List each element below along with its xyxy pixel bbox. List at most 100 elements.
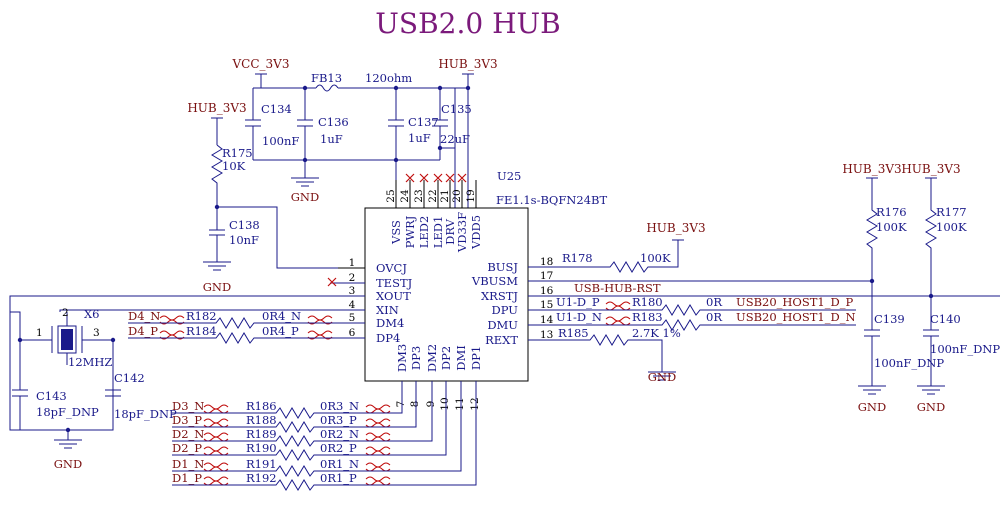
ic-left-pin-num: 6: [349, 327, 356, 339]
bottom-net-right-label: 0R2_P: [320, 441, 357, 455]
c142-value: 18pF_DNP: [114, 407, 177, 421]
bottom-net-left-label: D3_P: [172, 413, 202, 427]
ic-bottom-pin-name: DP1: [469, 346, 483, 370]
gnd-crystal-label: GND: [54, 457, 82, 471]
c143-value: 18pF_DNP: [36, 405, 99, 419]
hub-3v3-r176-label: HUB_3V3: [842, 162, 901, 176]
x6-crystal-core: [61, 329, 73, 350]
bottom-net-ref: R188: [246, 413, 277, 427]
bottom-net-right-flag: [365, 404, 391, 414]
vcc-3v3-label: VCC_3V3: [232, 57, 290, 71]
power-filter-section: VCC_3V3 HUB_3V3 FB13 120ohm GND C134 100…: [232, 57, 498, 208]
bottom-net-left-flag: [203, 418, 229, 428]
r185-ref: R185: [558, 326, 589, 340]
c143-cap: [10, 311, 28, 430]
ic-left-pin-num: 1: [349, 257, 356, 269]
ic-bottom-pin-num: 7: [395, 401, 407, 408]
r177-c140-branch: [917, 177, 945, 395]
bottom-net-right-label: 0R3_N: [320, 399, 359, 413]
ic-right-pin-num: 14: [540, 314, 554, 326]
ic-top-pin-num: 23: [413, 189, 425, 202]
hub-3v3-left-label: HUB_3V3: [187, 101, 246, 115]
ic-top-pin-name: VSS: [389, 220, 403, 245]
ic-top-pin-name: VD33F: [455, 212, 469, 253]
bottom-net-wire: [172, 381, 433, 447]
r175-ref: R175: [222, 146, 253, 160]
bottom-net-ref: R192: [246, 471, 277, 485]
ic-top-pin-num: 20: [451, 189, 463, 202]
c143-ref: C143: [36, 389, 67, 403]
ic-right-pin-name: DMU: [487, 318, 518, 332]
bottom-net-left-label: D1_N: [172, 457, 204, 471]
r4n-flag: [307, 315, 333, 325]
ic-bottom-pin-name: DP2: [439, 346, 453, 370]
ic-top-pin-name: VDD5: [469, 215, 483, 250]
ic-top-pin-name: LED1: [431, 216, 445, 249]
bottom-net-right-flag: [365, 418, 391, 428]
gnd-filter-label: GND: [291, 190, 319, 204]
bottom-net-wire: [172, 381, 403, 419]
bottom-net-ref: R189: [246, 427, 277, 441]
ic-right-pin-name: BUSJ: [487, 260, 518, 274]
page-title: USB2.0 HUB: [375, 7, 560, 40]
d4n-flag: [159, 315, 185, 325]
r175-resistor: [211, 144, 223, 230]
bottom-net-right-flag: [365, 462, 391, 472]
fb13-ref: FB13: [311, 71, 342, 85]
dmu-net: [528, 319, 856, 331]
r176-value: 100K: [876, 220, 907, 234]
junction-dot: [393, 85, 399, 91]
r178-value: 100K: [640, 251, 671, 265]
d4n-label: D4_N: [128, 309, 160, 323]
nc-mark: [457, 173, 467, 183]
ic-left-pin-name: XOUT: [376, 289, 411, 303]
nc-mark: [419, 173, 429, 183]
ic-left-pin-num: 5: [349, 312, 356, 324]
c137-cap: [388, 88, 404, 160]
u1-dn-label: U1-D_N: [556, 310, 602, 324]
ic-top-pin-name: LED2: [417, 216, 431, 249]
ic-right-pin-name: VBUSM: [471, 274, 518, 288]
ic-top-pin-name: PWRJ: [403, 215, 417, 248]
right-section: R178 100K HUB_3V3 USB-HUB-RST U1-D_P U1-…: [528, 162, 1000, 414]
r180-ref: R180: [632, 295, 663, 309]
r183-ref: R183: [632, 310, 663, 324]
junction-dot: [302, 85, 308, 91]
c136-cap: [297, 88, 313, 160]
u1-dp-label: U1-D_P: [556, 295, 600, 309]
gnd-c139-label: GND: [858, 400, 886, 414]
c135-cap: [432, 88, 448, 160]
bottom-net-right-label: 0R3_P: [320, 413, 357, 427]
ic-bottom-pin-num: 10: [439, 397, 451, 410]
hub-3v3-top-symbol: [462, 73, 474, 88]
ic-top-pin-num: 25: [385, 189, 397, 202]
junction-dot: [928, 293, 934, 299]
ic-bottom-pin-num: 8: [409, 401, 421, 408]
bottom-net-ref: R191: [246, 457, 277, 471]
u1-dp-flag: [605, 301, 631, 311]
ic-left-pin-num: 3: [349, 285, 356, 297]
c140-value: 100nF_DNP: [930, 342, 1000, 356]
host-dn-label: USB20_HOST1_D_N: [736, 310, 856, 324]
ic-bottom-pin-num: 9: [425, 401, 437, 408]
ic-left-pin-name: XIN: [376, 303, 399, 317]
nc-mark: [405, 173, 415, 183]
ic-left-pin-num: 2: [349, 272, 356, 284]
crystal-section: X6 2 1 3 12MHZ C143 18pF_DNP C142 18pF_D…: [9, 277, 365, 471]
vcc-3v3-symbol: [255, 73, 267, 88]
dpu-net: [528, 304, 856, 316]
ic-left-pin-name: DM4: [376, 316, 404, 330]
x6-pin1: 1: [36, 327, 43, 339]
r180-value: 0R: [706, 295, 722, 309]
bottom-net-left-label: D1_P: [172, 471, 202, 485]
gnd-symbol-crystal: [54, 430, 82, 449]
bottom-net-right-label: 0R2_N: [320, 427, 359, 441]
usb-hub-rst-label: USB-HUB-RST: [574, 281, 661, 295]
x6-ref: X6: [84, 307, 100, 321]
bottom-net-wire: [172, 381, 477, 491]
r182-net: [128, 317, 365, 329]
fb13-value: 120ohm: [365, 71, 412, 85]
ovcj-section: HUB_3V3 R175 10K C138 10nF GND: [187, 101, 365, 294]
r175-value: 10K: [222, 159, 246, 173]
